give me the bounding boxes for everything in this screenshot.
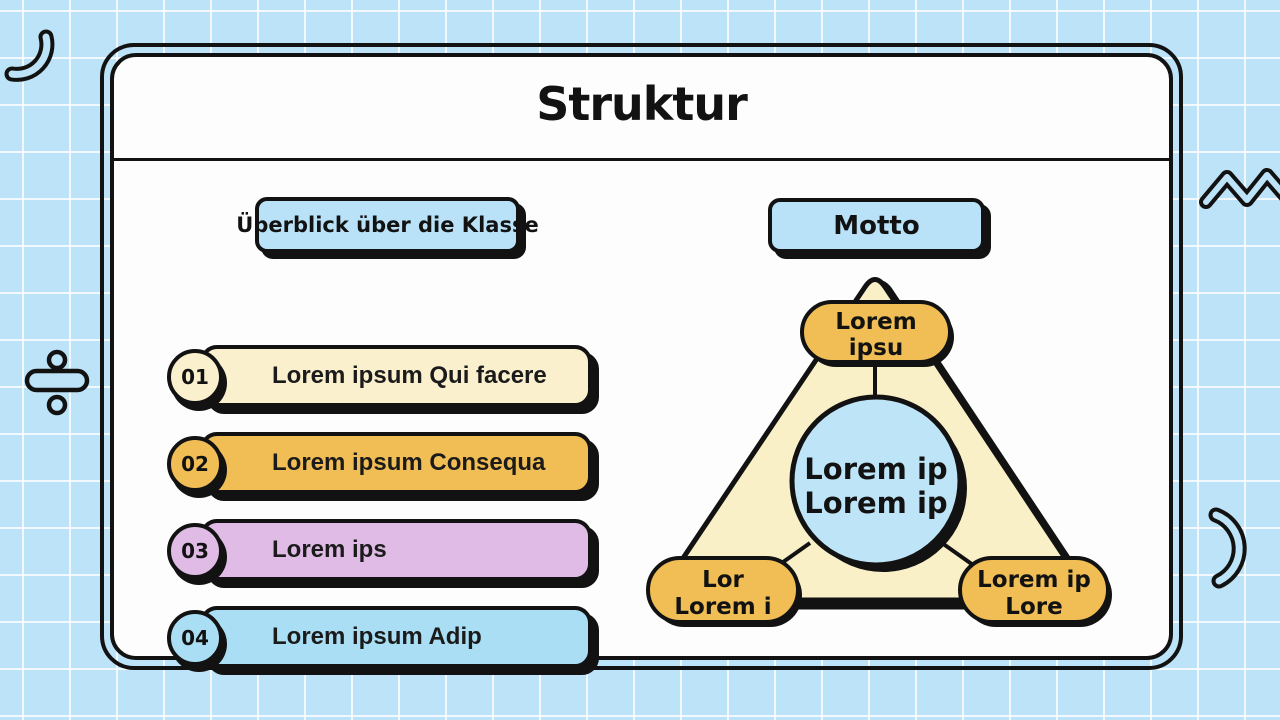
list-item[interactable]: Lorem ipsum Adip [200,606,592,668]
title-divider [114,158,1169,161]
bottom-right-node-line2: Lore [1005,594,1062,620]
division-sign-icon [24,349,90,416]
crescent-icon [1208,507,1247,589]
diagram-bottom-right-node[interactable]: Lorem ip Lore [958,556,1112,627]
curve-swoosh-icon [4,29,55,82]
list-item[interactable]: Lorem ips [200,519,592,581]
center-node-line1: Lorem ip [804,452,947,486]
item-number-badge: 01 [167,349,223,405]
top-node-line1: Lorem [835,309,916,335]
item-number: 02 [181,452,209,476]
slide-frame [100,43,1183,670]
left-section-header[interactable]: Überblick über die Klasse [236,197,539,253]
bottom-left-node-line2: Lorem i [674,594,771,620]
page-title: Struktur [536,77,748,131]
triangle-diagram: Lorem ip Lorem ip Lorem ipsu Lor Lorem i… [646,277,1112,627]
list-item-label: Lorem ipsum Adip [272,623,482,650]
item-number-badge: 04 [167,610,223,666]
item-number: 04 [181,626,209,650]
right-section-header-label: Motto [833,210,920,241]
list-item-label: Lorem ipsum Qui facere [272,362,547,389]
list-item[interactable]: Lorem ipsum Qui facere [200,345,592,407]
item-number-badge: 02 [167,436,223,492]
item-number: 01 [181,365,209,389]
diagram-bottom-left-node[interactable]: Lor Lorem i [646,556,802,627]
zigzag-icon [1199,168,1280,209]
bottom-left-node-line1: Lor [702,567,744,593]
item-number: 03 [181,539,209,563]
center-node-line2: Lorem ip [804,486,947,520]
item-number-badge: 03 [167,523,223,579]
list-item-label: Lorem ips [272,536,387,563]
diagram-top-node[interactable]: Lorem ipsu [800,300,954,367]
bottom-right-node-line1: Lorem ip [977,567,1091,593]
list-item-label: Lorem ipsum Consequa [272,449,546,476]
diagram-center-node[interactable]: Lorem ip Lorem ip [789,394,967,572]
slide-card: Struktur Überblick über die Klasse 01 Lo… [110,53,1173,668]
top-node-line2: ipsu [849,335,903,361]
right-section-header[interactable]: Motto [768,198,985,253]
list-item[interactable]: Lorem ipsum Consequa [200,432,592,494]
left-section-header-label: Überblick über die Klasse [236,213,539,237]
